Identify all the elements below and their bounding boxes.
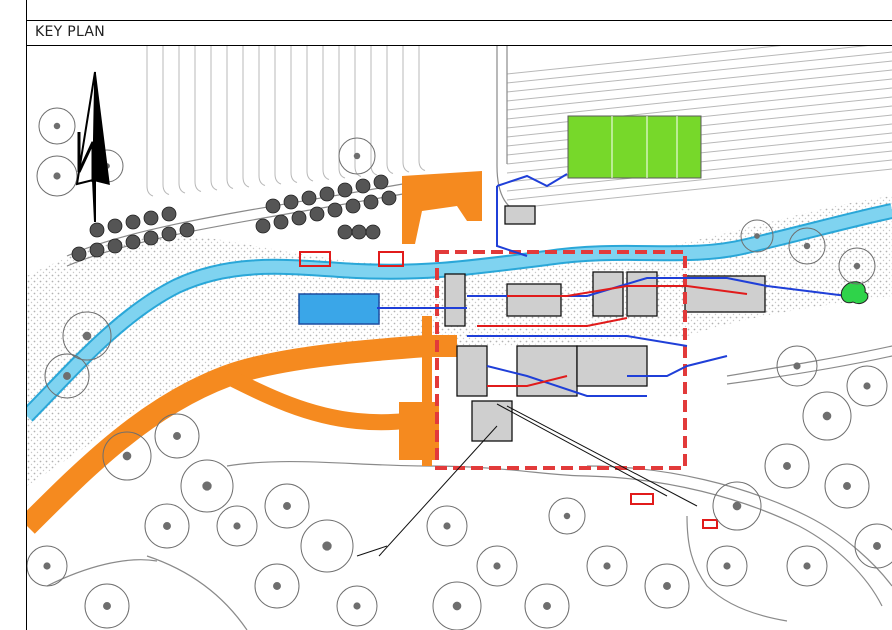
buildings [444, 205, 766, 442]
site-plan-map[interactable] [27, 46, 892, 630]
site-plan-drawing [27, 46, 892, 630]
river [27, 203, 892, 422]
sheet-left-margin [0, 0, 27, 630]
leader-lines [356, 403, 698, 557]
vineyard-rows-west [146, 46, 426, 197]
title-bar: KEY PLAN [27, 20, 892, 46]
key-plan-title: KEY PLAN [35, 24, 106, 40]
pond [298, 293, 380, 325]
sports-field [567, 115, 702, 179]
tree-canopies [27, 107, 892, 630]
road-linework [46, 46, 892, 630]
access-road-network [27, 171, 482, 534]
service-runs [299, 251, 748, 529]
site-boundary [435, 250, 687, 470]
green-feature [840, 281, 869, 305]
tree-row-dark [71, 174, 397, 262]
north-arrow-icon [75, 71, 110, 223]
